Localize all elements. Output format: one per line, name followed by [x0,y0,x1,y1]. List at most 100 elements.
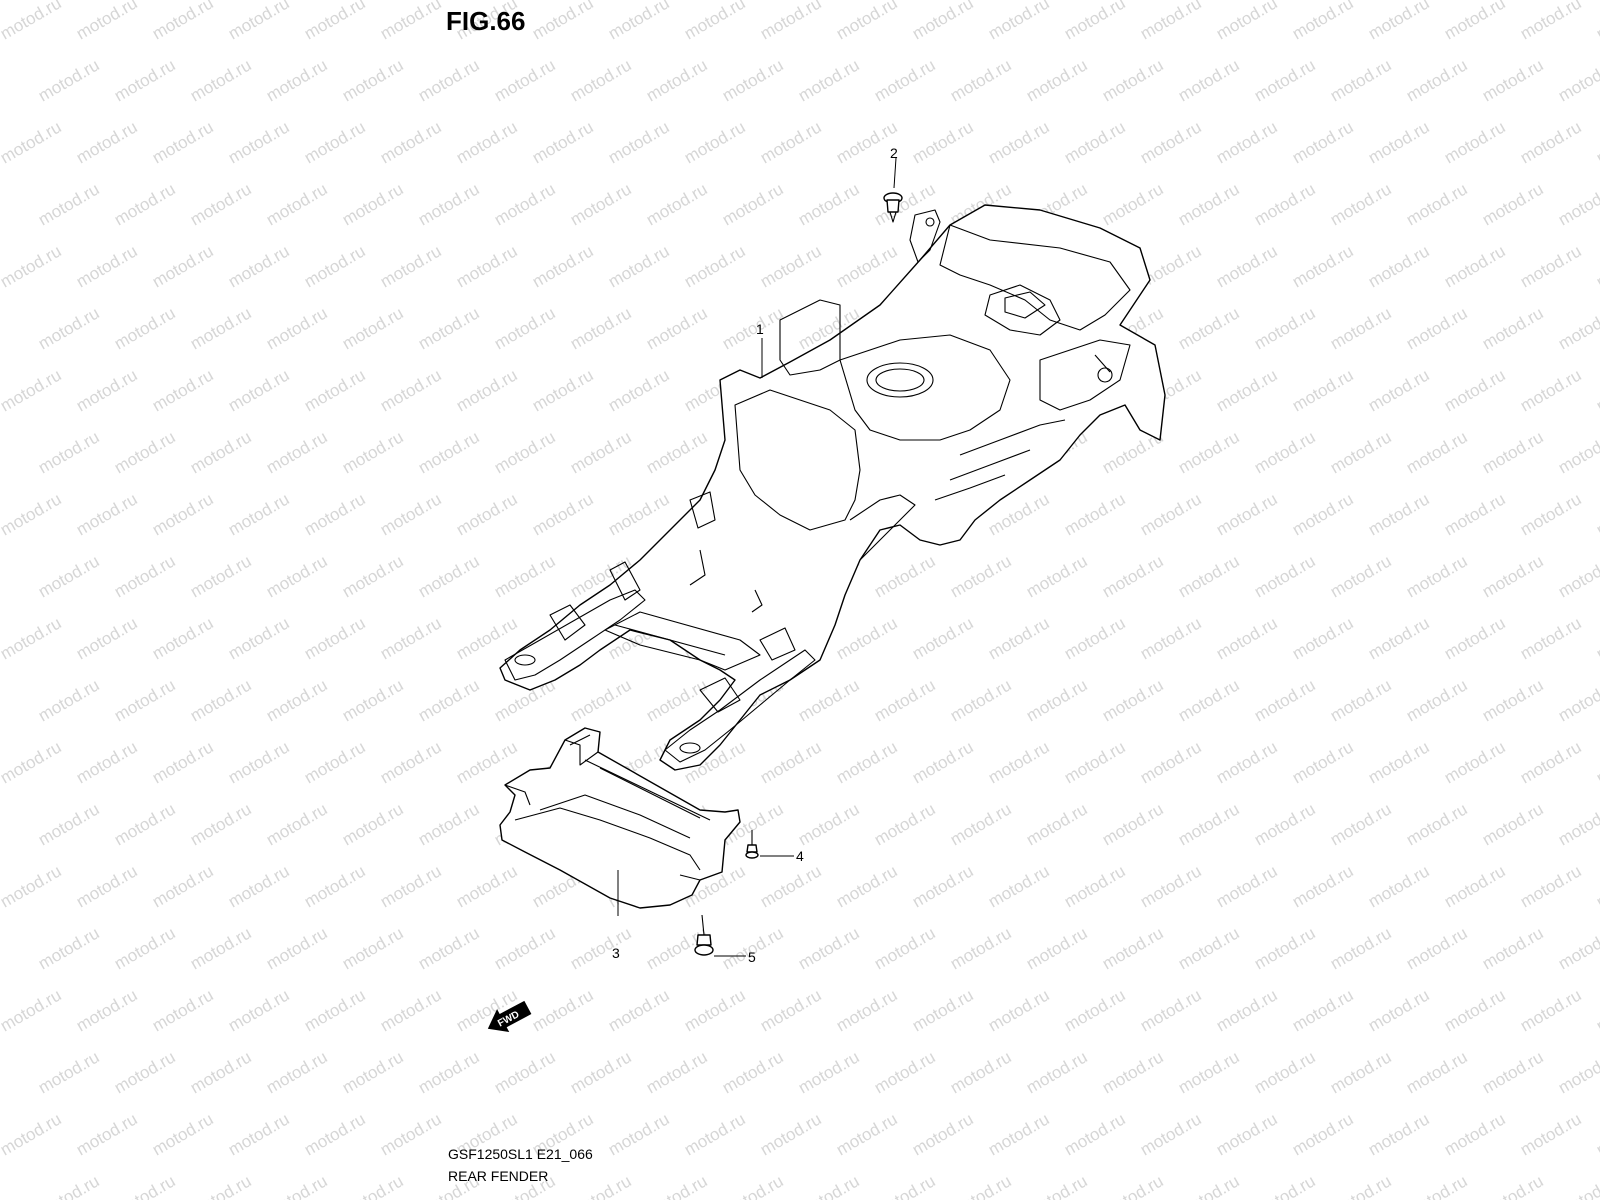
watermark-text: motod.ru [1061,737,1129,787]
watermark-text: motod.ru [1061,1109,1129,1159]
watermark-text: motod.ru [567,303,635,353]
watermark-text: motod.ru [491,303,559,353]
watermark-text: motod.ru [263,303,331,353]
watermark-text: motod.ru [795,799,863,849]
watermark-text: motod.ru [377,489,445,539]
watermark-text: motod.ru [73,0,141,43]
watermark-text: motod.ru [415,551,483,601]
watermark-text: motod.ru [1555,551,1600,601]
watermark-text: motod.ru [149,489,217,539]
watermark-text: motod.ru [453,241,521,291]
watermark-text: motod.ru [339,303,407,353]
watermark-text: motod.ru [1593,117,1600,167]
watermark-text: motod.ru [1175,799,1243,849]
watermark-text: motod.ru [1213,861,1281,911]
watermark-text: motod.ru [1175,427,1243,477]
watermark-text: motod.ru [719,1171,787,1200]
watermark-text: motod.ru [415,923,483,973]
watermark-text: motod.ru [1061,489,1129,539]
watermark-text: motod.ru [1175,923,1243,973]
watermark-text: motod.ru [1517,241,1585,291]
watermark-text: motod.ru [1555,1171,1600,1200]
watermark-text: motod.ru [453,117,521,167]
watermark-text: motod.ru [1365,613,1433,663]
watermark-text: motod.ru [111,1047,179,1097]
watermark-text: motod.ru [909,0,977,43]
watermark-text: motod.ru [947,1171,1015,1200]
watermark-text: motod.ru [1517,737,1585,787]
watermark-text: motod.ru [491,1047,559,1097]
watermark-text: motod.ru [263,551,331,601]
callout-2: 2 [890,145,898,161]
watermark-text: motod.ru [529,985,597,1035]
watermark-text: motod.ru [1441,0,1509,43]
watermark-text: motod.ru [453,613,521,663]
watermark-text: motod.ru [833,861,901,911]
watermark-text: motod.ru [225,613,293,663]
watermark-text: motod.ru [225,737,293,787]
watermark-text: motod.ru [909,1109,977,1159]
watermark-text: motod.ru [1555,303,1600,353]
watermark-text: motod.ru [0,117,65,167]
watermark-text: motod.ru [795,675,863,725]
watermark-text: motod.ru [719,303,787,353]
watermark-text: motod.ru [643,1047,711,1097]
watermark-text: motod.ru [1137,117,1205,167]
watermark-text: motod.ru [1517,365,1585,415]
watermark-text: motod.ru [73,613,141,663]
watermark-text: motod.ru [1213,985,1281,1035]
watermark-text: motod.ru [415,179,483,229]
watermark-text: motod.ru [0,241,65,291]
watermark-text: motod.ru [0,365,65,415]
watermark-text: motod.ru [643,675,711,725]
watermark-text: motod.ru [1061,861,1129,911]
watermark-text: motod.ru [1365,117,1433,167]
watermark-text: motod.ru [1175,303,1243,353]
watermark-text: motod.ru [1479,1047,1547,1097]
watermark-text: motod.ru [757,241,825,291]
watermark-text: motod.ru [0,0,65,43]
watermark-text: motod.ru [111,675,179,725]
watermark-text: motod.ru [1403,923,1471,973]
watermark-text: motod.ru [149,365,217,415]
watermark-text: motod.ru [73,861,141,911]
watermark-text: motod.ru [1289,1109,1357,1159]
watermark-text: motod.ru [377,737,445,787]
watermark-text: motod.ru [1289,0,1357,43]
watermark-text: motod.ru [1517,0,1585,43]
watermark-text: motod.ru [491,179,559,229]
watermark-text: motod.ru [149,0,217,43]
watermark-text: motod.ru [871,1171,939,1200]
watermark-text: motod.ru [415,55,483,105]
watermark-text: motod.ru [871,551,939,601]
watermark-text: motod.ru [1555,923,1600,973]
watermark-text: motod.ru [643,427,711,477]
watermark-text: motod.ru [1023,1171,1091,1200]
watermark-text: motod.ru [1327,303,1395,353]
watermark-text: motod.ru [35,303,103,353]
watermark-text: motod.ru [73,241,141,291]
watermark-text: motod.ru [187,1171,255,1200]
watermark-text: motod.ru [1137,489,1205,539]
watermark-text: motod.ru [567,55,635,105]
watermark-text: motod.ru [35,55,103,105]
watermark-text: motod.ru [73,1109,141,1159]
watermark-text: motod.ru [871,179,939,229]
watermark-text: motod.ru [111,427,179,477]
watermark-text: motod.ru [263,427,331,477]
watermark-text: motod.ru [719,179,787,229]
watermark-text: motod.ru [1251,303,1319,353]
watermark-text: motod.ru [605,985,673,1035]
watermark-text: motod.ru [35,799,103,849]
screw-4-icon [745,830,759,859]
watermark-text: motod.ru [301,737,369,787]
watermark-text: motod.ru [1441,613,1509,663]
watermark-text: motod.ru [491,551,559,601]
watermark-text: motod.ru [1327,551,1395,601]
watermark-text: motod.ru [1441,489,1509,539]
watermark-text: motod.ru [1327,427,1395,477]
watermark-text: motod.ru [1441,1109,1509,1159]
watermark-text: motod.ru [1479,551,1547,601]
watermark-text: motod.ru [1593,1109,1600,1159]
